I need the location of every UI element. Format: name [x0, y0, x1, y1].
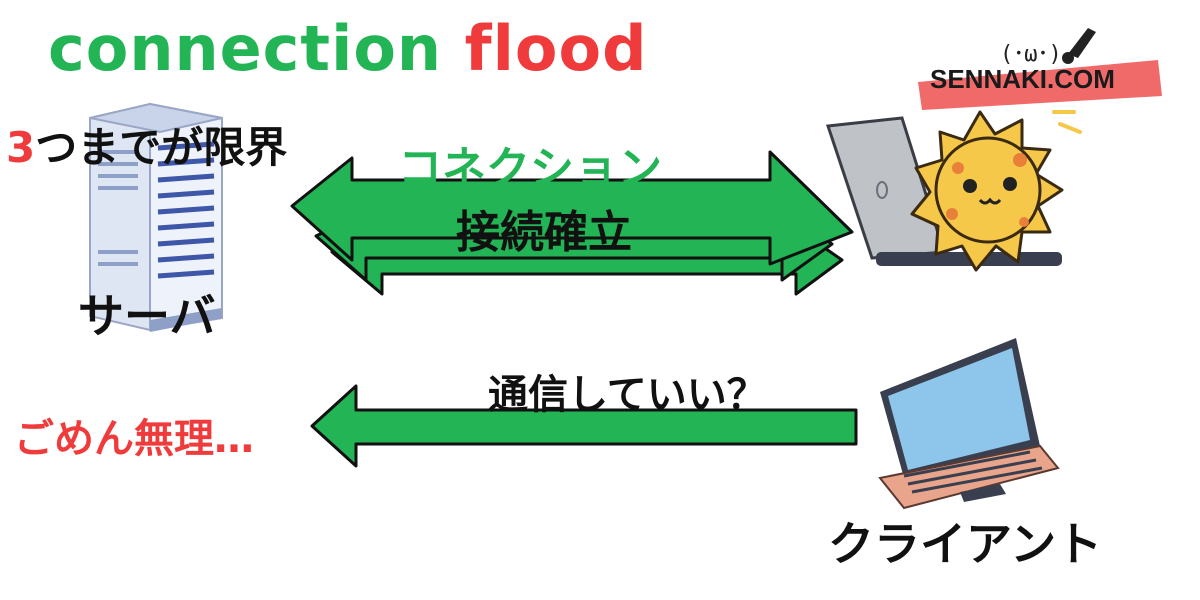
server-reply-label: ごめん無理… — [14, 416, 254, 462]
connection-established-label: 接続確立 — [456, 207, 632, 258]
request-ask-label: 通信していい？ — [488, 372, 767, 418]
brand-brush-stroke — [918, 60, 1162, 110]
sun-character — [910, 110, 1064, 272]
connection-label: コネクション — [398, 143, 662, 194]
brand-face: (･ω･) — [1000, 42, 1062, 67]
brand-name: SENNAKI.COM — [930, 64, 1115, 94]
title-word-connection: connection — [48, 12, 443, 85]
server-label: サーバ — [78, 289, 216, 343]
server-limit-text: 3つまでが限界 — [6, 114, 287, 175]
laptop-client-icon — [878, 338, 1060, 510]
client-label: クライアント — [828, 517, 1103, 571]
laptop-sun-icon — [825, 110, 1082, 272]
server-limit-number: 3 — [6, 123, 36, 172]
connection-arrow-1 — [290, 150, 854, 266]
server-limit-suffix: つまでが限界 — [35, 123, 288, 172]
request-arrow — [310, 384, 858, 468]
title-word-flood: flood — [464, 12, 648, 85]
page-title: connection flood — [48, 12, 647, 85]
brush-icon — [1062, 28, 1096, 64]
server-rack-icon — [89, 102, 223, 332]
connection-arrow-stack — [290, 150, 854, 296]
